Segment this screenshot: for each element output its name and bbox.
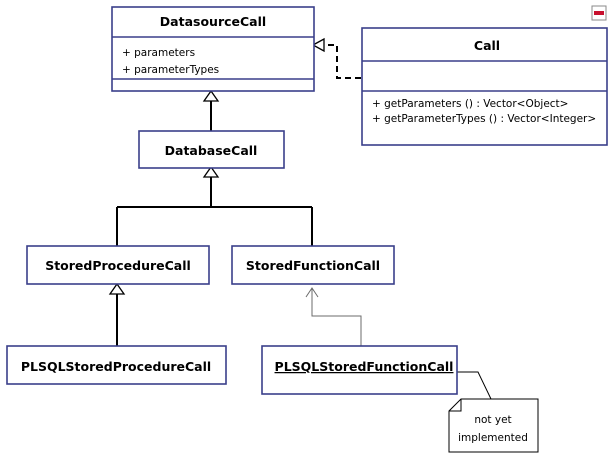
note-not-yet-implemented[interactable]: not yet implemented	[448, 398, 539, 453]
dependency-plsqlfunction-to-storedfunction	[311, 288, 362, 346]
attribute-parameters: + parameters	[122, 47, 195, 59]
class-name: PLSQLStoredFunctionCall	[275, 359, 454, 374]
note-line-2: implemented	[458, 432, 528, 444]
arrowheads	[108, 37, 325, 295]
note-line-1: not yet	[474, 414, 511, 426]
note-anchor-line	[457, 371, 492, 400]
minimize-icon[interactable]	[591, 5, 607, 21]
class-plsqlstoredfunctioncall[interactable]: PLSQLStoredFunctionCall	[261, 345, 458, 395]
attribute-parametertypes: + parameterTypes	[122, 64, 219, 76]
class-name: StoredFunctionCall	[246, 258, 380, 273]
class-storedprocedurecall[interactable]: StoredProcedureCall	[26, 245, 210, 285]
class-name: PLSQLStoredProcedureCall	[21, 359, 211, 374]
arrowhead-to-storedprocedurecall	[108, 282, 126, 295]
operation-getparameters: + getParameters () : Vector<Object>	[372, 98, 568, 110]
realization-datasourcecall-to-call	[324, 44, 361, 79]
arrowhead-realization-to-datasourcecall	[311, 37, 325, 53]
class-name: DatasourceCall	[160, 14, 266, 29]
arrowhead-to-databasecall	[202, 165, 220, 178]
class-plsqlstoredprocedurecall[interactable]: PLSQLStoredProcedureCall	[6, 345, 227, 385]
class-name: Call	[474, 38, 500, 53]
note-folded-corner	[449, 399, 462, 412]
dependency-arrowhead	[305, 287, 319, 298]
class-databasecall[interactable]: DatabaseCall	[138, 130, 285, 169]
arrowhead-to-datasourcecall	[202, 89, 220, 102]
class-storedfunctioncall[interactable]: StoredFunctionCall	[231, 245, 395, 285]
class-datasourcecall[interactable]: DatasourceCall + parameters + parameterT…	[111, 6, 315, 92]
class-name: DatabaseCall	[165, 143, 258, 158]
operation-getparametertypes: + getParameterTypes () : Vector<Integer>	[372, 113, 596, 125]
generalization-tree-to-databasecall	[116, 176, 313, 246]
class-call[interactable]: Call + getParameters () : Vector<Object>…	[361, 27, 608, 146]
connectors	[116, 44, 492, 400]
class-name: StoredProcedureCall	[45, 258, 191, 273]
